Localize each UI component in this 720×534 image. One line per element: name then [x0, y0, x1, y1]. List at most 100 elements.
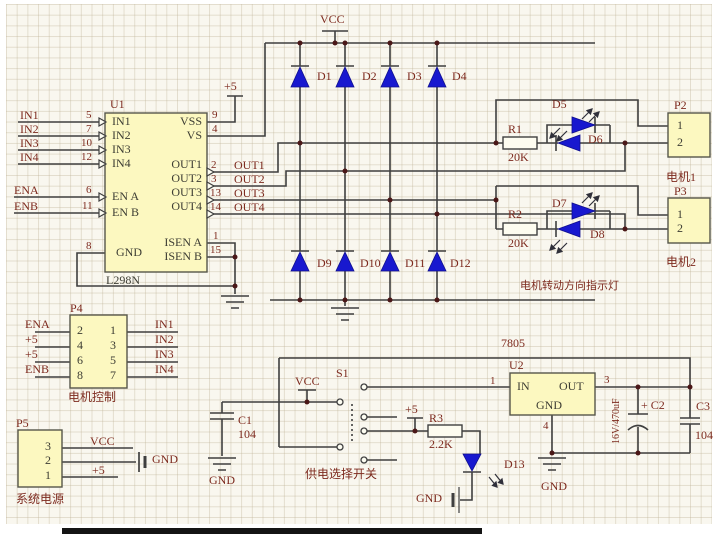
buffer-in3 — [98, 144, 108, 156]
diode-d12 — [427, 251, 447, 272]
u1-pin-vss: VSS — [179, 114, 202, 128]
u1-pin-enb: EN B — [112, 205, 139, 219]
u1-pin-buffers — [98, 116, 216, 220]
net-ena: ENA — [14, 183, 39, 197]
p2-body — [667, 112, 711, 158]
diode-d9 — [290, 251, 310, 272]
u1-pn-10: 10 — [81, 137, 92, 149]
p5-net-vcc: VCC — [90, 434, 115, 448]
d10-label: D10 — [360, 256, 381, 270]
u1-pn-4: 4 — [212, 123, 218, 135]
u1-pn-6: 6 — [86, 184, 92, 196]
net-in3: IN3 — [20, 136, 39, 150]
p4-caption: 电机控制 — [68, 390, 117, 404]
out1-net — [207, 99, 668, 173]
led-arrows — [488, 108, 600, 488]
p2-refdes: P2 — [674, 98, 687, 112]
c1-value: 104 — [238, 427, 256, 441]
u1-pn-15: 15 — [210, 244, 221, 256]
net-out2: OUT2 — [234, 172, 265, 186]
p4-pin2: 2 — [77, 323, 83, 337]
u1-pn-2: 2 — [211, 159, 217, 171]
out4-net — [207, 213, 626, 229]
d6-label: D6 — [588, 132, 603, 146]
c2-curved-plate — [627, 424, 649, 431]
r3-body — [427, 424, 463, 438]
schematic-grid-background — [6, 4, 712, 524]
u1-pn-1: 1 — [213, 230, 219, 242]
u2-pn-3: 3 — [604, 374, 610, 386]
d6-arrowhead-2 — [556, 134, 564, 142]
d6-arrowhead-1 — [549, 131, 557, 139]
u1-pn-11: 11 — [82, 200, 93, 212]
c1-gnd-label: GND — [209, 473, 235, 487]
u1-pn-3: 3 — [211, 173, 217, 185]
d5-arrowhead-1 — [585, 108, 593, 116]
net-out3: OUT3 — [234, 186, 265, 200]
plus5-u1-label: +5 — [224, 79, 237, 93]
vcc-top-rail — [265, 30, 595, 44]
p5-refdes: P5 — [16, 416, 29, 430]
plus5-switch-label: +5 — [405, 402, 418, 416]
u2-refdes: U2 — [509, 358, 524, 372]
p5-body — [17, 429, 63, 488]
p4-pin3: 3 — [110, 338, 116, 352]
u1-pin-out2: OUT2 — [171, 171, 202, 185]
u1-pin-out3: OUT3 — [171, 185, 202, 199]
buffer-out4 — [206, 208, 216, 220]
s1-throw-2 — [360, 413, 368, 421]
s1-pole-bottom — [336, 443, 344, 451]
d13-arrowhead-2 — [497, 477, 504, 485]
p4-body — [69, 314, 128, 389]
c2-value: 16V/470uF — [611, 398, 622, 444]
p4-pin7: 7 — [110, 368, 116, 382]
d2-label: D2 — [362, 69, 377, 83]
p2-pin1: 1 — [677, 118, 683, 132]
led-d5 — [571, 116, 597, 134]
buffer-out2 — [206, 180, 216, 192]
net-in2: IN2 — [20, 122, 39, 136]
d13-label: D13 — [504, 457, 525, 471]
u2-pin-out: OUT — [559, 379, 584, 393]
p4-net-in1: IN1 — [155, 317, 174, 331]
indicator-caption: 电机转动方向指示灯 — [520, 280, 619, 292]
buffer-ena — [98, 191, 108, 203]
u1-pin-isenb: ISEN B — [164, 249, 202, 263]
u1-pin-out1: OUT1 — [171, 157, 202, 171]
r2-value: 20K — [508, 236, 529, 250]
p5-pin2: 2 — [45, 453, 51, 467]
junction-dots — [232, 40, 693, 456]
d1-label: D1 — [317, 69, 332, 83]
out2-net — [207, 143, 626, 187]
image-bottom-bar — [62, 528, 482, 534]
d11-label: D11 — [405, 256, 426, 270]
d13-arrowhead-1 — [491, 480, 498, 488]
p5-wires — [62, 447, 140, 478]
p4-net-ena: ENA — [25, 317, 50, 331]
r1-label: R1 — [508, 122, 523, 136]
wires — [14, 30, 700, 513]
p4-net-in4: IN4 — [155, 362, 174, 376]
d7-arrowhead-1 — [585, 192, 593, 200]
u1-pn-12: 12 — [81, 151, 92, 163]
p4-refdes: P4 — [70, 301, 83, 315]
r1-body — [502, 136, 538, 150]
c3-value: 104 — [695, 428, 713, 442]
p2-caption: 电机1 — [666, 170, 697, 184]
p3-pin1: 1 — [677, 207, 683, 221]
u2-partname: 7805 — [501, 336, 525, 350]
led-d13 — [462, 453, 482, 472]
r3-label: R3 — [429, 411, 444, 425]
p4-net-plus5a: +5 — [25, 332, 38, 346]
power-section-wires — [210, 357, 700, 501]
p4-pin8: 8 — [77, 368, 83, 382]
d5-label: D5 — [552, 97, 567, 111]
buffer-in1 — [98, 116, 108, 128]
p4-pin5: 5 — [110, 353, 116, 367]
s1-throw-4 — [360, 456, 368, 464]
buffer-enb — [98, 207, 108, 219]
u1-pin-gnd: GND — [116, 245, 142, 259]
led-d8 — [556, 220, 581, 238]
d7-arrowhead-2 — [592, 195, 600, 203]
r2-label: R2 — [508, 207, 523, 221]
